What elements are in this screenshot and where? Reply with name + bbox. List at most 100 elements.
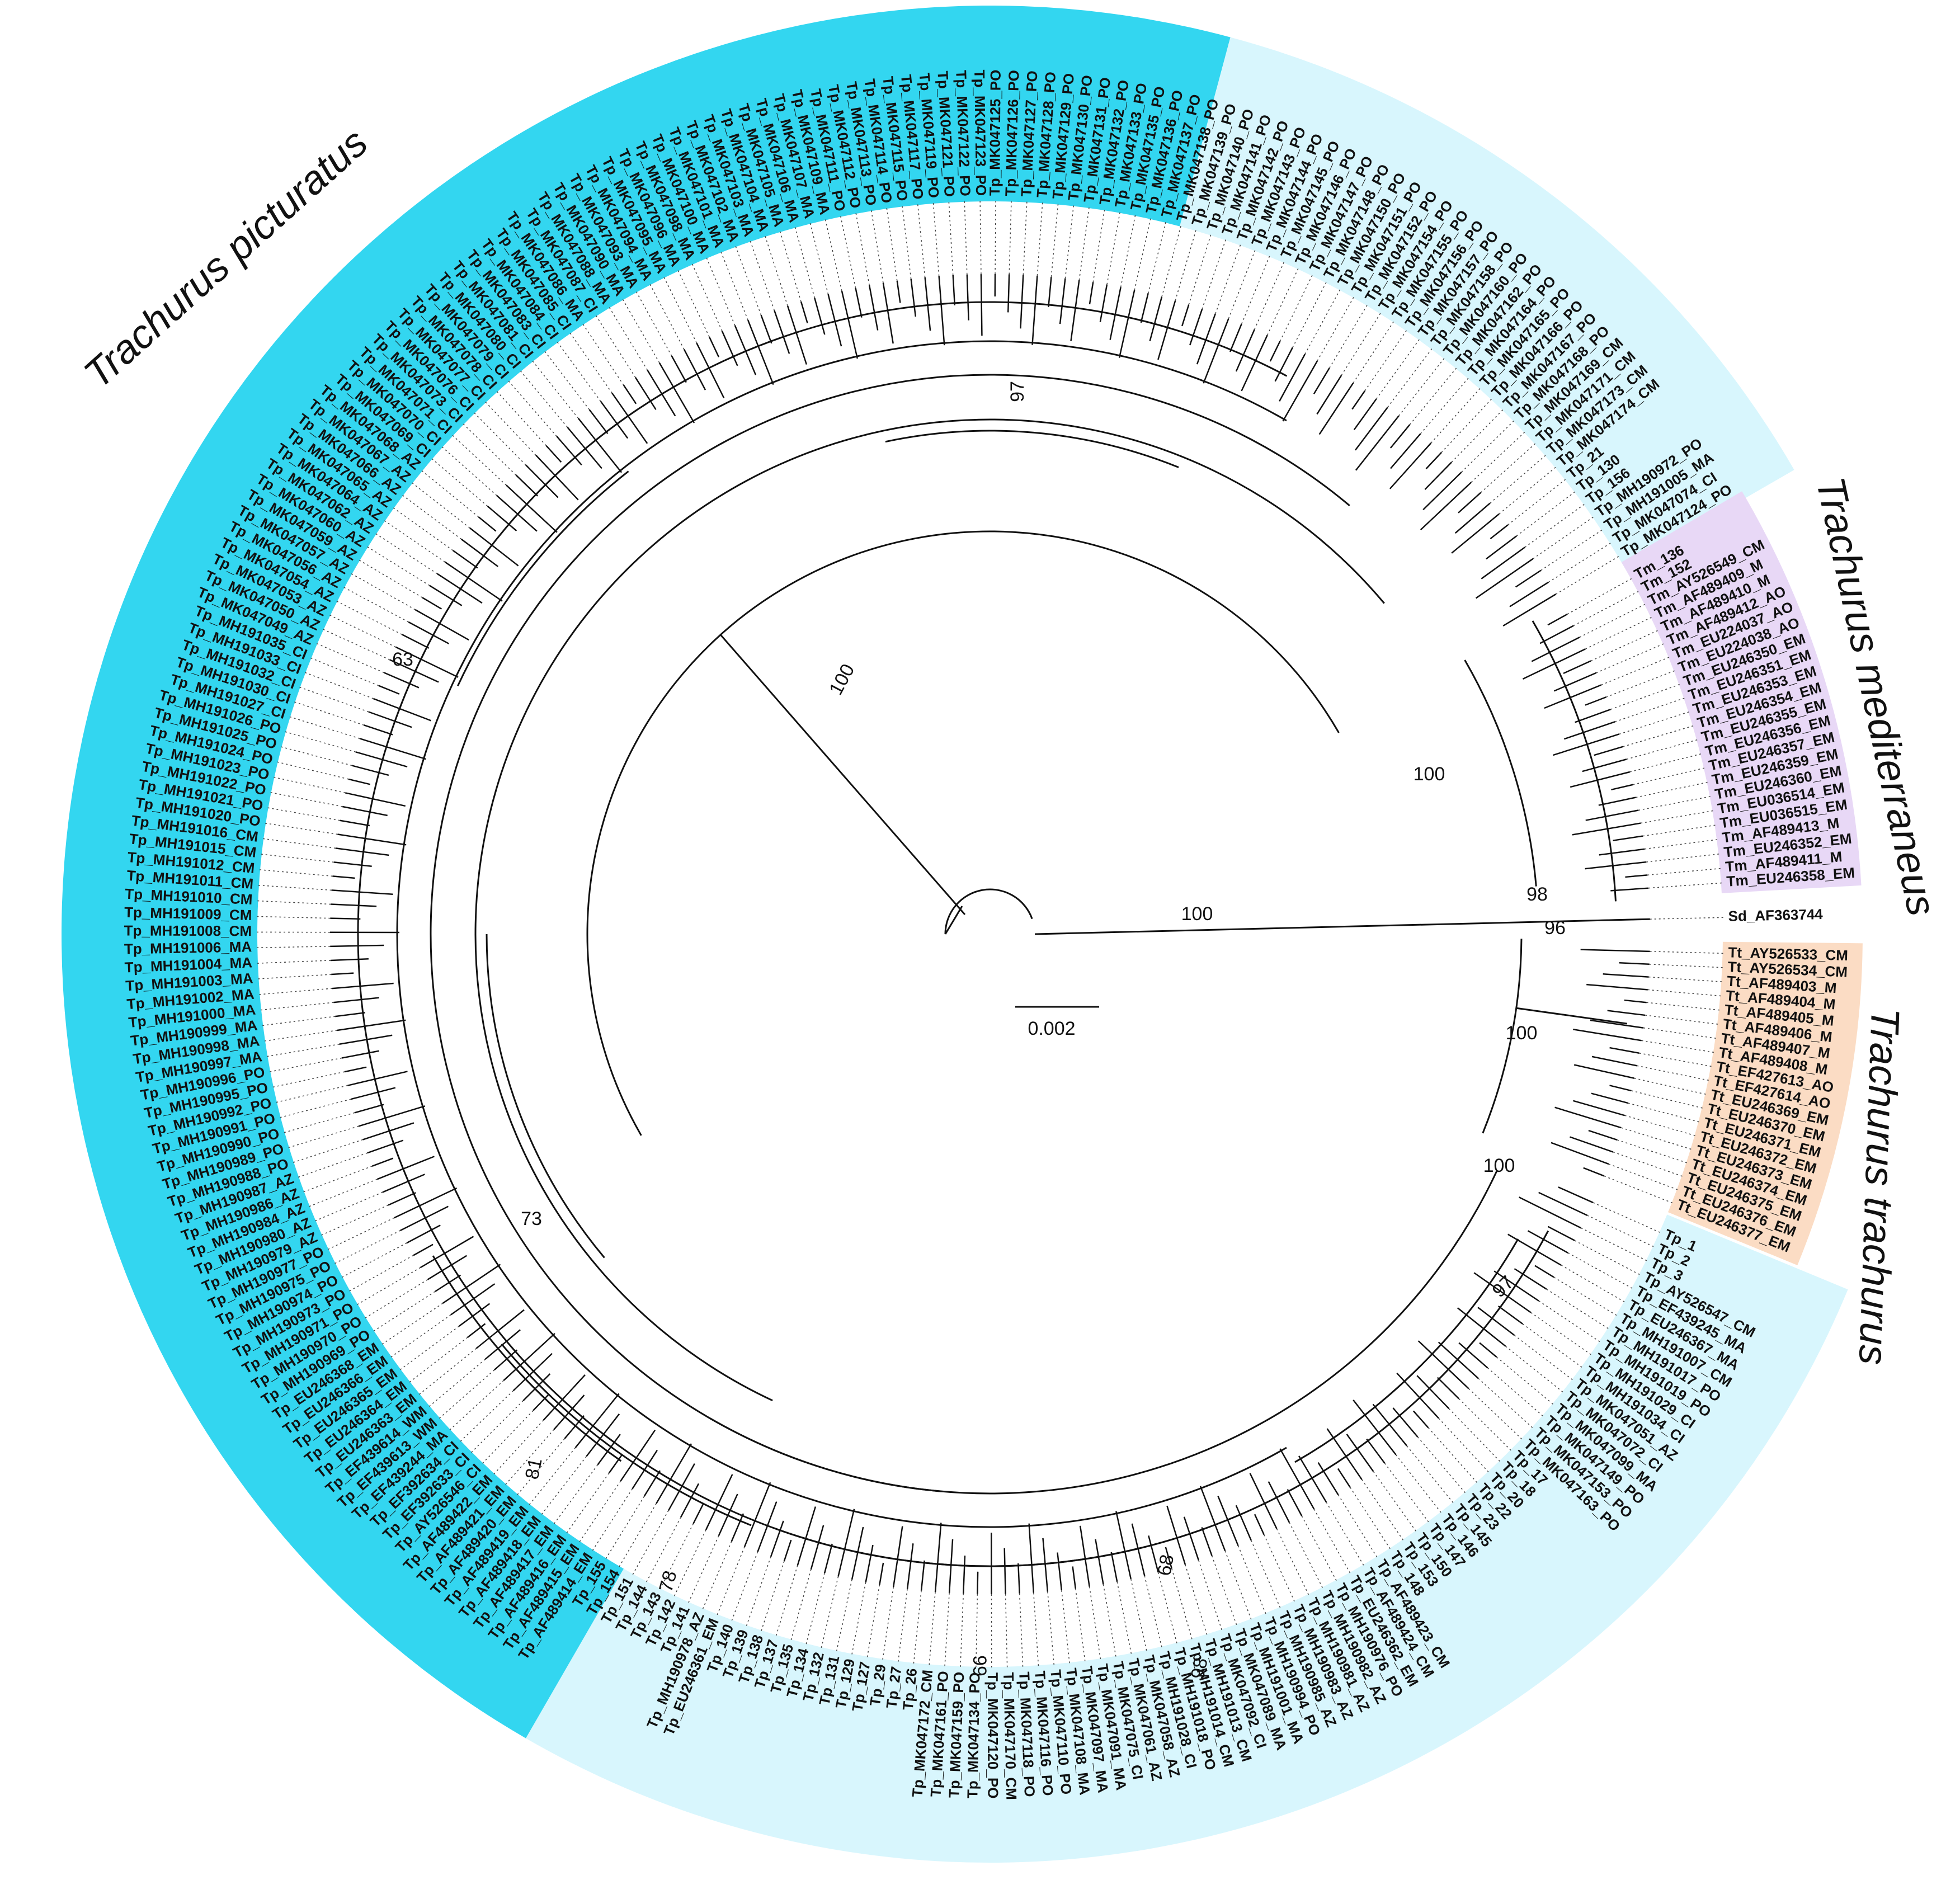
leaf-guide — [402, 494, 462, 540]
leaf-guide — [1647, 989, 1722, 997]
leaf-guide — [1619, 711, 1690, 735]
leaf-guide — [1075, 1588, 1086, 1662]
leaf-tip — [1020, 275, 1024, 329]
leaf-guide — [341, 1242, 407, 1278]
bootstrap-value: 100 — [1483, 1155, 1515, 1176]
leaf-guide — [1373, 1471, 1417, 1532]
leaf-tip — [1599, 848, 1645, 856]
leaf-tip — [1551, 1142, 1609, 1165]
leaf-tip — [344, 1066, 367, 1073]
leaf-tip — [330, 944, 384, 948]
leaf-tip — [1203, 318, 1229, 384]
band-picturatus-light — [1180, 37, 1794, 568]
leaf-guide — [1171, 1568, 1193, 1640]
leaf-tip — [506, 484, 558, 533]
leaf-guide — [1241, 255, 1270, 324]
leaf-guide — [262, 1016, 336, 1026]
leaf-guide — [441, 446, 497, 496]
leaf-tip — [564, 1415, 585, 1439]
leaf-tip — [515, 474, 538, 497]
leaf-guide — [1614, 698, 1685, 722]
leaf-guide — [263, 1030, 337, 1042]
bootstrap-value: 63 — [392, 649, 413, 670]
leaf-tip — [1392, 1407, 1419, 1438]
leaf-tip — [1007, 274, 1010, 313]
leaf-guide — [1106, 211, 1121, 285]
leaf-guide — [321, 1204, 389, 1236]
picturatus-arc-3 — [430, 374, 1350, 1492]
mediterraneus-inner-arc — [1532, 620, 1617, 902]
leaf-guide — [1361, 1479, 1404, 1541]
leaf-guide — [1638, 796, 1711, 811]
leaf-tip — [1591, 1056, 1637, 1067]
root-arc — [944, 888, 1033, 935]
leaf-guide — [702, 1541, 732, 1610]
leaf-guide — [1427, 1427, 1478, 1483]
leaf-tip — [1518, 1196, 1582, 1229]
leaf-label: Tp_MK047123_PO — [971, 69, 990, 196]
leaf-guide — [836, 1579, 852, 1652]
leaf-guide — [343, 586, 409, 623]
scale-bar-label: 0.002 — [1028, 1018, 1075, 1039]
leaf-guide — [1276, 1528, 1309, 1596]
leaf-tip — [1149, 296, 1163, 342]
leaf-tip — [331, 972, 354, 976]
leaf-label: Tt_AY526533_CM — [1728, 944, 1848, 964]
leaf-tip — [376, 1156, 435, 1180]
leaf-guide — [595, 315, 636, 378]
picturatus-arc-1 — [586, 530, 1340, 1136]
leaf-guide — [1350, 1487, 1391, 1549]
leaf-tip — [535, 454, 579, 501]
bootstrap-value: 78 — [655, 1568, 681, 1594]
leaf-tip — [493, 1349, 518, 1371]
leaf-guide — [1593, 1202, 1661, 1233]
leaf-guide — [1092, 209, 1105, 282]
leaf-guide — [731, 1552, 758, 1622]
leaf-guide — [1496, 1356, 1554, 1405]
leaf-guide — [257, 974, 332, 979]
leaf-tip — [337, 833, 407, 846]
leaf-label: Tp_MH191006_MA — [124, 938, 252, 957]
leaf-tip — [1490, 524, 1509, 540]
leaf-guide — [1317, 296, 1355, 361]
leaf-tip — [1249, 1473, 1278, 1529]
leaf-tip — [525, 464, 559, 498]
leaf-tip — [683, 348, 706, 390]
leaf-tip — [427, 1255, 468, 1280]
leaf-tip — [656, 1443, 692, 1504]
leaf-guide — [1647, 868, 1721, 876]
leaf-tip — [1522, 648, 1586, 680]
leaf-tip — [1059, 278, 1066, 324]
leaf-tip — [436, 573, 483, 604]
leaf-guide — [995, 200, 996, 275]
leaf-guide — [411, 482, 470, 529]
leaf-tip — [692, 1503, 704, 1524]
leaf-guide — [557, 341, 601, 402]
leaf-tip — [533, 1393, 549, 1411]
leaf-guide — [1050, 203, 1059, 277]
leaf-tip — [774, 310, 790, 354]
leaf-guide — [1353, 321, 1394, 384]
leaf-tip — [1451, 513, 1500, 554]
leaf-guide — [283, 1112, 355, 1133]
leaf-guide — [677, 270, 710, 337]
leaf-guide — [855, 212, 870, 286]
leaf-guide — [979, 200, 982, 275]
leaf-guide — [1634, 1077, 1707, 1095]
bootstrap-68-arc — [774, 1527, 1207, 1567]
bootstrap-value: 98 — [1526, 884, 1548, 905]
leaf-guide — [851, 1582, 866, 1655]
leaf-tip — [1539, 625, 1574, 644]
leaf-guide — [289, 716, 360, 739]
leaf-tip — [1199, 1486, 1226, 1552]
leaf-guide — [1556, 555, 1619, 595]
leaf-guide — [1546, 1289, 1609, 1330]
leaf-tip — [1573, 1064, 1634, 1079]
leaf-tip — [1017, 1563, 1020, 1594]
leaf-guide — [1237, 1546, 1266, 1615]
leaf-guide — [260, 854, 334, 863]
leaf-tip — [1318, 382, 1354, 435]
leaf-tip — [800, 301, 808, 324]
leaf-guide — [1548, 542, 1612, 583]
leaf-guide — [691, 263, 723, 331]
